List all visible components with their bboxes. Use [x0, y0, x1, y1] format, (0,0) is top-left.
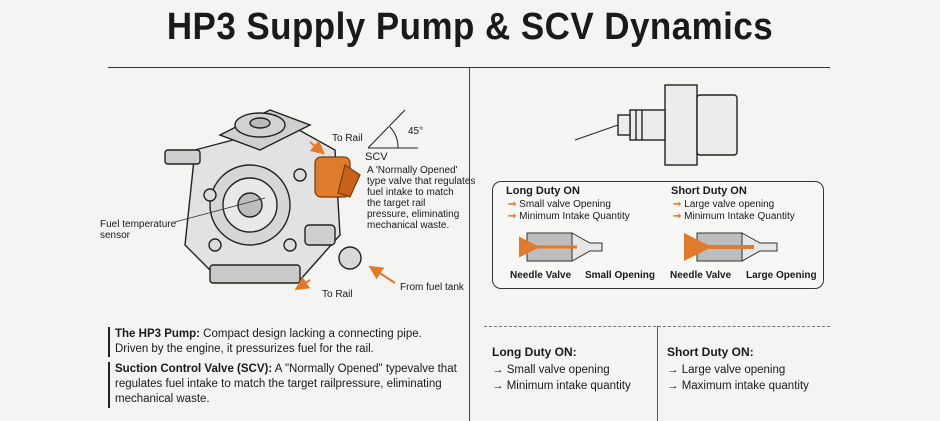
scv-description: A 'Normally Opened'type valve that regul…	[367, 165, 476, 231]
long-duty-summary-heading: Long Duty ON:	[492, 345, 577, 359]
large-opening-caption: Large Opening	[746, 270, 817, 281]
small-opening-caption: Small Opening	[585, 270, 656, 281]
orange-arrow-icon: ➞	[673, 211, 682, 222]
long-duty-line-1: ➞ Small valve Opening	[508, 199, 611, 210]
short-duty-line-1: ➞ Large valve opening	[673, 199, 775, 210]
hp3-pump-illustration	[164, 109, 362, 284]
column-divider	[469, 67, 470, 421]
to-rail-top-label: To Rail	[332, 133, 363, 144]
needle-valve-diagrams	[519, 232, 778, 262]
long-duty-summary-list: → Small valve opening→ Minimum intake qu…	[492, 364, 631, 392]
summary-column-divider	[657, 326, 658, 421]
long-duty-heading: Long Duty ON	[506, 185, 580, 197]
orange-arrow-icon: ➞	[508, 199, 517, 210]
short-duty-summary-list: → Large valve opening→ Maximum intake qu…	[667, 364, 809, 392]
long-duty-line-2: ➞ Minimum Intake Quantity	[508, 211, 630, 222]
desc-bar-2	[108, 362, 110, 408]
from-fuel-tank-label: From fuel tank	[400, 282, 464, 293]
to-rail-bottom-label: To Rail	[322, 289, 353, 300]
hp3-pump-description: The HP3 Pump: Compact design lacking a c…	[115, 328, 422, 355]
scv-full-description: Suction Control Valve (SCV): A "Normally…	[115, 363, 457, 405]
short-duty-heading: Short Duty ON	[671, 185, 747, 197]
orange-arrow-icon: ➞	[673, 199, 682, 210]
angle-label: 45°	[408, 126, 424, 137]
large-opening-diagram	[684, 232, 778, 262]
desc-bar-1	[108, 327, 110, 357]
scv-label: SCV	[365, 151, 388, 163]
callout-arrows	[174, 109, 418, 291]
long-needle-valve-caption: Needle Valve	[510, 270, 572, 281]
page-title: HP3 Supply Pump & SCV Dynamics	[166, 6, 774, 48]
short-duty-summary-heading: Short Duty ON:	[667, 345, 754, 359]
scv-valve-illustration	[574, 84, 738, 166]
short-needle-valve-caption: Needle Valve	[670, 270, 732, 281]
small-opening-diagram	[519, 232, 603, 262]
orange-arrow-icon: ➞	[508, 211, 517, 222]
short-duty-line-2: ➞ Minimum Intake Quantity	[673, 211, 795, 222]
